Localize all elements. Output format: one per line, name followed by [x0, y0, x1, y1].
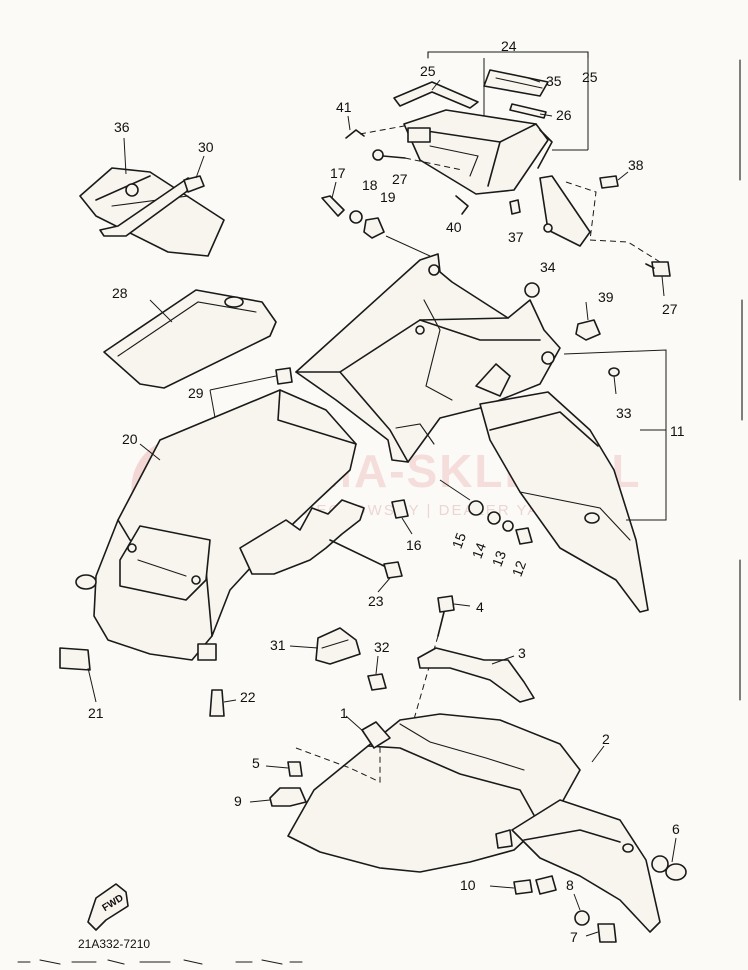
part-34-grommet [524, 282, 540, 298]
label-18: 18 [362, 177, 378, 193]
drawing-code: 21A332-7210 [78, 937, 150, 951]
label-27-right: 27 [662, 301, 678, 317]
part-number-labels: 24 25 25 35 26 41 27 36 30 17 18 19 40 3… [88, 38, 685, 945]
part-21-reflector [59, 647, 91, 671]
part-27-bolt-right [645, 261, 671, 277]
label-2: 2 [602, 731, 610, 747]
label-25-left: 25 [420, 63, 436, 79]
part-24-bracket-assembly [393, 51, 589, 195]
part-27-bolt-top [372, 149, 463, 171]
fwd-arrow-icon: FWD [87, 883, 129, 931]
part-22-bolt [209, 689, 225, 717]
part-9-nut-plate [269, 787, 307, 807]
label-40: 40 [446, 219, 462, 235]
part-13-washer [502, 520, 514, 532]
label-29: 29 [188, 385, 204, 401]
label-27-top: 27 [392, 171, 408, 187]
scan-noise [17, 59, 743, 965]
part-3-stay [417, 647, 535, 703]
part-15-washer [468, 500, 484, 516]
part-31-bracket [315, 627, 361, 665]
part-16-nut [391, 499, 409, 519]
label-38: 38 [628, 157, 644, 173]
part-1-front-fender [287, 713, 581, 873]
label-30: 30 [198, 139, 214, 155]
part-39-damper [575, 319, 601, 341]
part-10-nut [513, 875, 557, 895]
label-36: 36 [114, 119, 130, 135]
part-32-screw [367, 673, 387, 691]
part-7-bolt [597, 923, 617, 943]
part-19-damper [363, 217, 385, 239]
label-19: 19 [380, 189, 396, 205]
part-23-bolt [383, 561, 403, 579]
part-6-grommet [651, 855, 687, 881]
label-13: 13 [489, 548, 509, 568]
rear-subframe [295, 253, 561, 463]
label-33: 33 [616, 405, 632, 421]
label-32: 32 [374, 639, 390, 655]
part-18-washer [349, 210, 363, 224]
part-29-clip-upper [275, 367, 293, 385]
label-1: 1 [340, 705, 348, 721]
label-28: 28 [112, 285, 128, 301]
label-15: 15 [449, 530, 469, 550]
label-23: 23 [368, 593, 384, 609]
part-20-rear-inner-fender [75, 389, 365, 661]
label-11: 11 [670, 423, 685, 439]
part-2-fender-cover [511, 799, 661, 933]
part-5-nut [287, 761, 303, 777]
part-38-bracket [539, 175, 661, 263]
label-4: 4 [476, 599, 484, 615]
label-20: 20 [122, 431, 138, 447]
label-31: 31 [270, 637, 286, 653]
label-12: 12 [509, 558, 529, 578]
part-37-clip [509, 199, 521, 215]
leader-lines [123, 77, 677, 937]
label-14: 14 [469, 540, 489, 560]
label-39: 39 [598, 289, 614, 305]
label-22: 22 [240, 689, 256, 705]
label-16: 16 [406, 537, 422, 553]
label-26: 26 [556, 107, 572, 123]
label-3: 3 [518, 645, 526, 661]
part-28-tray [103, 289, 277, 389]
label-10: 10 [460, 877, 476, 893]
part-12-bolt [515, 527, 533, 545]
label-41: 41 [336, 99, 352, 115]
label-17: 17 [330, 165, 346, 181]
part-14-washer [487, 511, 501, 525]
part-17-bolt [321, 195, 345, 217]
label-5: 5 [252, 755, 260, 771]
part-40-wire [455, 195, 469, 215]
label-9: 9 [234, 793, 242, 809]
label-24: 24 [501, 38, 517, 54]
label-6: 6 [672, 821, 680, 837]
label-35: 35 [546, 73, 562, 89]
label-34: 34 [540, 259, 556, 275]
part-8-collar [574, 910, 590, 926]
label-8: 8 [566, 877, 574, 893]
label-21: 21 [88, 705, 104, 721]
label-7: 7 [570, 929, 578, 945]
part-30-strap-buckle [183, 175, 205, 193]
label-25-right: 25 [582, 69, 598, 85]
label-37: 37 [508, 229, 524, 245]
part-11-side-cover [479, 349, 667, 613]
